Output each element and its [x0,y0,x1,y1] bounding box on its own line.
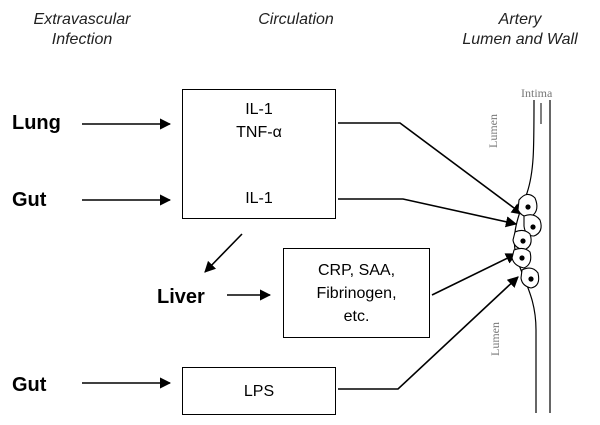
header-circulation-text: Circulation [258,11,334,28]
arrow-lung-cytokines-to-wall [338,122,523,215]
header-extravascular-infection: Extravascular Infection [22,10,142,50]
cell-nucleus-2 [530,224,536,230]
gut-cytokines-text: IL-1 [183,187,335,210]
cytokine-il1-gut: IL-1 [245,190,273,207]
acute-phase-line2: Fibrinogen, [316,285,397,302]
cell-nucleus-1 [525,204,531,210]
artery-inner-wall [513,99,537,413]
cell-nucleus-3 [520,238,526,244]
acute-phase-line3: etc. [343,308,370,325]
cell-nucleus-4 [519,255,525,261]
header-extravascular-line1: Extravascular [33,11,131,28]
arrow-acute-phase-to-wall [431,253,518,296]
arrow-lps-to-wall [338,276,519,390]
lps-label: LPS [243,383,275,400]
organ-gut-bottom-label: Gut [12,374,47,396]
arrow-gut-cytokines-to-wall [338,198,518,228]
lps-box: LPS [182,367,336,415]
lung-cytokines-text: IL-1 TNF-α [183,98,335,144]
cell-nucleus-5 [528,276,534,282]
acute-phase-proteins-box: CRP, SAA, Fibrinogen, etc. [283,248,430,338]
header-extravascular-line2: Infection [51,31,113,48]
header-artery-line1: Artery [498,11,542,28]
circulation-cytokines-box: IL-1 TNF-α IL-1 [182,89,336,219]
acute-phase-line1: CRP, SAA, [317,262,396,279]
cytokine-il1-lung: IL-1 [245,101,273,118]
header-circulation: Circulation [236,10,356,30]
cytokine-tnf-alpha: TNF-α [236,124,282,141]
header-artery-line2: Lumen and Wall [462,31,578,48]
organ-lung-label: Lung [12,112,61,134]
cell-nuclei [519,204,536,282]
organ-gut-top-label: Gut [12,189,47,211]
organ-liver-label: Liver [157,286,205,308]
header-artery: Artery Lumen and Wall [440,10,600,50]
arrow-circulation-to-liver [204,233,243,273]
intima-label: Intima [521,86,553,100]
